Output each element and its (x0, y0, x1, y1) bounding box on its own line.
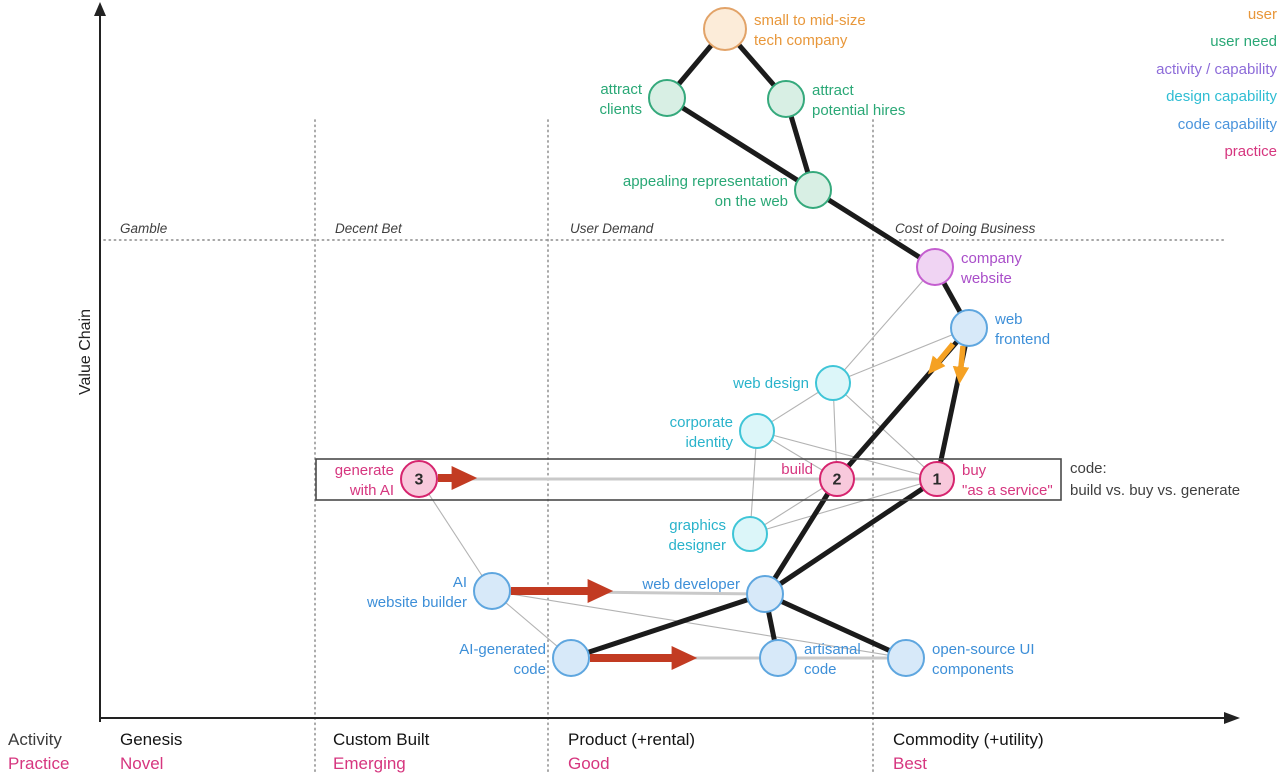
node-label-web_developer: web developer (641, 576, 740, 593)
node-tech_company (703, 7, 747, 51)
node-label-generate: generate (335, 462, 394, 479)
stage-practice-3: Good (568, 754, 610, 773)
node-opensource_ui (887, 639, 925, 677)
node-label-company_website: company (961, 250, 1022, 267)
stage-name-4: Commodity (+utility) (893, 730, 1044, 749)
node-label-build: build (781, 461, 813, 478)
node-attract_hires (767, 80, 805, 118)
edge-web_frontend-web_design (832, 327, 970, 384)
stage-name-3: Product (+rental) (568, 730, 695, 749)
x-axis-row-label-activity: Activity (8, 730, 62, 749)
node-appealing_rep (794, 171, 832, 209)
node-build (819, 461, 855, 497)
edge-web_design-buy (832, 382, 938, 480)
node-corporate_identity (739, 413, 775, 449)
legend-item-activity-capability: activity / capability (1156, 61, 1277, 78)
node-attract_clients (648, 79, 686, 117)
node-label-attract_hires: attract (812, 82, 855, 99)
edge-web_developer-ai_generated_code (570, 591, 766, 661)
node-number-generate: 3 (415, 472, 424, 489)
band-label-3: User Demand (570, 221, 654, 236)
code-practices-box (315, 458, 1062, 501)
edge-company_website-web_design (832, 266, 936, 384)
edge-corporate_identity-buy (756, 430, 938, 480)
node-number-buy: 1 (933, 472, 942, 489)
node-label-artisanal_code: code (804, 661, 837, 678)
node-label-artisanal_code: artisanal (804, 641, 861, 658)
legend-item-design-capability: design capability (1166, 88, 1277, 105)
node-label-generate: with AI (349, 482, 394, 499)
node-label-appealing_rep: appealing representation (623, 173, 788, 190)
node-label-corporate_identity: corporate (670, 414, 733, 431)
node-label-web_design: web design (732, 375, 809, 392)
frontend-to-buy-arrow-icon (952, 345, 970, 385)
node-label-attract_clients: attract (600, 81, 643, 98)
frontend-to-build-arrow-icon (927, 342, 956, 375)
band-label-4: Cost of Doing Business (895, 221, 1036, 236)
node-label-graphics_designer: designer (668, 537, 726, 554)
stage-practice-2: Emerging (333, 754, 406, 773)
node-label-attract_clients: clients (599, 101, 642, 118)
stage-practice-4: Best (893, 754, 927, 773)
node-label-corporate_identity: identity (685, 434, 733, 451)
node-graphics_designer (732, 516, 768, 552)
node-label-web_frontend: frontend (995, 331, 1050, 348)
y-axis-arrowhead-icon (94, 2, 106, 16)
node-label-buy: "as a service" (962, 482, 1053, 499)
node-label-opensource_ui: open-source UI (932, 641, 1035, 658)
node-label-ai_website_builder: AI (453, 574, 467, 591)
node-generate (400, 460, 438, 498)
node-label-attract_hires: potential hires (812, 102, 905, 119)
band-label-1: Gamble (120, 221, 167, 236)
legend-item-user-need: user need (1210, 33, 1277, 50)
node-buy (919, 461, 955, 497)
edge-appealing_rep-company_website (811, 187, 937, 270)
node-number-build: 2 (833, 472, 842, 489)
box-annotation-line2: build vs. buy vs. generate (1070, 482, 1240, 499)
node-artisanal_code (759, 639, 797, 677)
node-web_developer (746, 575, 784, 613)
stage-practice-1: Novel (120, 754, 163, 773)
node-label-company_website: website (960, 270, 1012, 287)
edge-generate-ai_website_builder (418, 478, 493, 592)
node-label-tech_company: tech company (754, 32, 848, 49)
node-label-web_frontend: web (994, 311, 1023, 328)
stage-name-2: Custom Built (333, 730, 430, 749)
node-label-appealing_rep: on the web (715, 193, 788, 210)
y-axis-label: Value Chain (77, 309, 94, 395)
node-label-ai_generated_code: AI-generated (459, 641, 546, 658)
node-label-ai_generated_code: code (513, 661, 546, 678)
legend-item-practice: practice (1224, 143, 1277, 160)
node-company_website (916, 248, 954, 286)
legend-item-user: user (1248, 6, 1277, 23)
edge-buy-web_developer (763, 476, 939, 597)
node-label-opensource_ui: components (932, 661, 1014, 678)
node-web_frontend (950, 309, 988, 347)
edge-graphics_designer-buy (749, 478, 938, 535)
node-label-ai_website_builder: website builder (366, 594, 467, 611)
node-ai_generated_code (552, 639, 590, 677)
stage-name-1: Genesis (120, 730, 182, 749)
x-axis-row-label-practice: Practice (8, 754, 69, 773)
band-label-2: Decent Bet (335, 221, 403, 236)
node-label-tech_company: small to mid-size (754, 12, 866, 29)
node-label-buy: buy (962, 462, 987, 479)
edge-web_developer-opensource_ui (763, 591, 908, 661)
node-ai_website_builder (473, 572, 511, 610)
box-annotation-line1: code: (1070, 460, 1107, 477)
node-label-graphics_designer: graphics (669, 517, 726, 534)
legend-item-code-capability: code capability (1178, 116, 1278, 133)
edge-ai_website_builder-opensource_ui (491, 590, 907, 659)
x-axis-arrowhead-icon (1224, 712, 1240, 724)
edge-build-web_developer (762, 477, 840, 596)
node-web_design (815, 365, 851, 401)
edge-attract_clients-appealing_rep (665, 95, 815, 193)
